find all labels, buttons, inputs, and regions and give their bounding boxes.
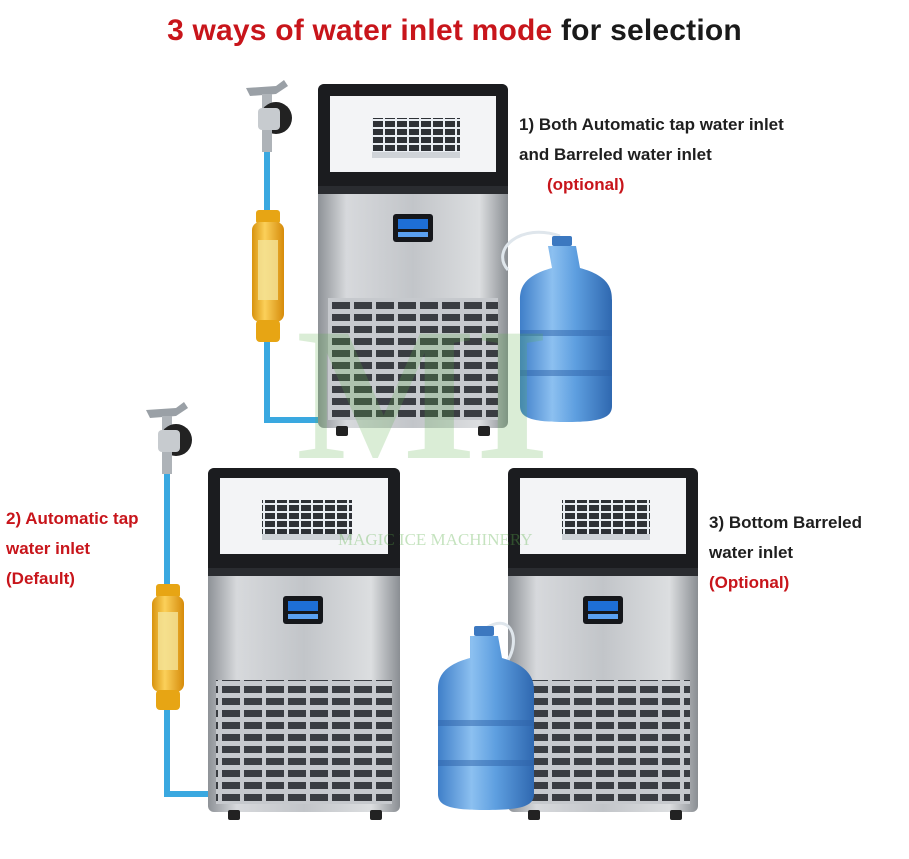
mode-3-line1: 3) Bottom Barreled [709, 513, 863, 532]
ice-machine-3 [508, 468, 698, 820]
water-filter-2 [152, 584, 184, 710]
hose-2 [164, 474, 208, 797]
mode-1-label: 1) Both Automatic tap water inlet and Ba… [519, 110, 784, 200]
ice-machine-1 [318, 84, 508, 436]
mode-3-note: (Optional) [709, 573, 790, 592]
page-title: 3 ways of water inlet mode for selection [0, 14, 909, 48]
mode-1-line1: 1) Both Automatic tap water inlet [519, 115, 784, 134]
mode-3-label: 3) Bottom Barreled water inlet (Optional… [709, 508, 862, 598]
mode-2-note: (Default) [6, 569, 75, 588]
ice-machine-2 [208, 468, 400, 820]
mode-1-line2: and Barreled water inlet [519, 145, 712, 164]
mode-2-line1: 2) Automatic tap [6, 509, 139, 528]
mode-2-line2: water inlet [6, 539, 91, 558]
water-filter-1 [252, 210, 284, 342]
title-rest: for selection [560, 14, 742, 47]
water-tap-2 [146, 402, 192, 474]
water-tap-1 [246, 80, 292, 152]
hose-1 [264, 152, 318, 423]
water-bottle-2 [438, 621, 534, 810]
water-bottle-1 [501, 230, 612, 422]
title-highlight: 3 ways of water inlet mode [167, 14, 553, 47]
mode-3-line2: water inlet [709, 543, 794, 562]
mode-2-label: 2) Automatic tap water inlet (Default) [6, 504, 139, 594]
mode-1-note: (optional) [547, 175, 625, 194]
